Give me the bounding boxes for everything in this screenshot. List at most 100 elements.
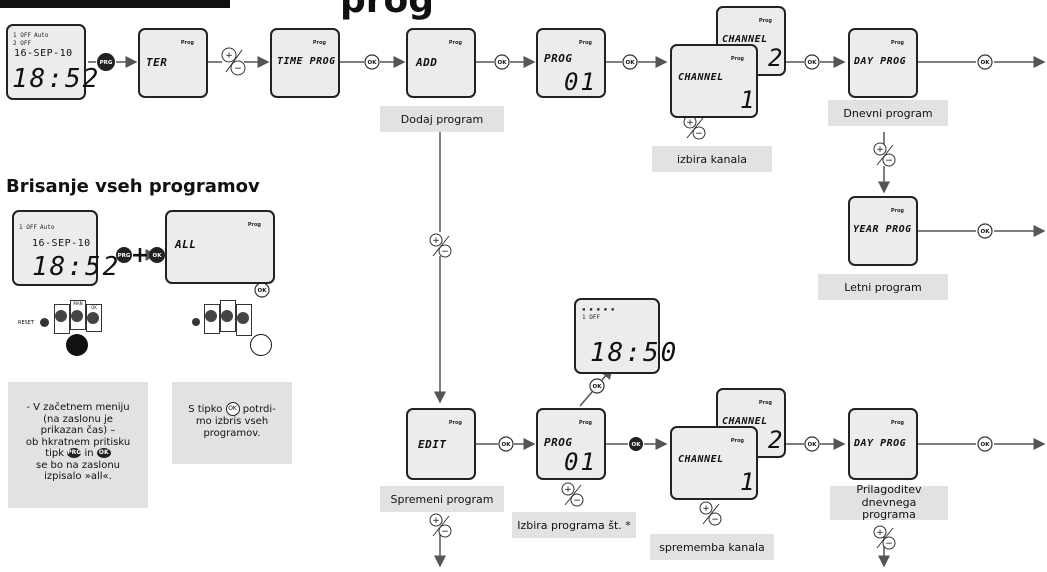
prog-indicator: Prog xyxy=(758,400,772,406)
program-number: 01 xyxy=(564,448,597,476)
prog-indicator: Prog xyxy=(730,56,744,62)
svg-text:OK: OK xyxy=(981,229,991,235)
channel-number: 1 xyxy=(740,468,757,496)
svg-text:−: − xyxy=(885,156,893,166)
prog-indicator: Prog xyxy=(890,208,904,214)
channel-number: 1 xyxy=(740,86,757,114)
prg-button[interactable] xyxy=(205,310,217,322)
note-line: in xyxy=(84,448,94,459)
status-line-1: 1 OFF xyxy=(582,314,601,321)
status-line-2: 2 OFF xyxy=(13,40,32,47)
channel-number: 2 xyxy=(768,44,785,72)
caption-adjust-daily: Prilagoditev dnevnega programa xyxy=(830,483,948,521)
caption-channel-select: izbira kanala xyxy=(652,146,772,172)
caption-daily-program: Dnevni program xyxy=(828,100,948,126)
reset-button[interactable] xyxy=(40,318,49,327)
svg-text:−: − xyxy=(234,64,242,74)
status-line-1: 1 OFF xyxy=(13,32,32,39)
screen-year-prog: Prog YEAR PROG xyxy=(848,196,918,266)
screen-text: TIME PROG xyxy=(277,56,336,67)
status-line-1: 1 OFF xyxy=(19,224,38,231)
screen-text: DAY PROG xyxy=(854,438,907,449)
screen-text: EDIT xyxy=(418,438,447,451)
prog-indicator: Prog xyxy=(448,420,462,426)
svg-text:+: + xyxy=(702,504,710,514)
header-bar xyxy=(0,0,230,8)
note-line: (na zaslonu je xyxy=(43,413,113,425)
note-line: - V začetnem meniju xyxy=(26,402,130,413)
svg-text:OK: OK xyxy=(808,442,818,448)
svg-text:OK: OK xyxy=(153,253,163,259)
svg-text:−: − xyxy=(885,539,893,549)
note-line: prikazan čas) – xyxy=(40,425,116,436)
screen-edit-channel-1: Prog CHANNEL 1 xyxy=(670,426,758,500)
screen-text: DAY PROG xyxy=(854,56,907,67)
screen-edit: Prog EDIT xyxy=(406,408,476,480)
prog-indicator: Prog xyxy=(890,40,904,46)
svg-text:OK: OK xyxy=(632,442,642,448)
screen-text: CHANNEL xyxy=(722,34,768,45)
screen-channel-1: Prog CHANNEL 1 xyxy=(670,44,758,118)
prog-indicator: Prog xyxy=(180,40,194,46)
svg-text:+: + xyxy=(131,243,149,268)
screen-text: CHANNEL xyxy=(678,72,724,83)
svg-text:+: + xyxy=(432,516,440,526)
prog-indicator: Prog xyxy=(448,40,462,46)
note-line: ob hkratnem pritisku xyxy=(25,436,131,448)
screen-edit-day-prog: Prog DAY PROG xyxy=(848,408,918,480)
prog-indicator: Prog xyxy=(312,40,326,46)
man-button[interactable] xyxy=(71,310,83,322)
svg-text:PRG: PRG xyxy=(100,60,113,66)
date-readout: 16-SEP-10 xyxy=(14,48,73,59)
svg-text:PRG: PRG xyxy=(118,253,131,259)
screen-text: YEAR PROG xyxy=(853,224,912,235)
prog-indicator: Prog xyxy=(247,222,261,228)
note-line: se bo na zaslonu xyxy=(36,459,120,471)
note-line: izpisalo »all«. xyxy=(44,471,112,482)
prog-indicator: Prog xyxy=(578,420,592,426)
screen-day-prog: Prog DAY PROG xyxy=(848,28,918,98)
ok-button[interactable] xyxy=(87,312,99,324)
note-right: S tipko OK potrdi- mo izbris vseh progra… xyxy=(172,382,292,464)
screen-clock-status: ▪ ▪ ▪ ▪ ▪ 1 OFF 18:50 xyxy=(574,298,676,374)
screen-text: TER xyxy=(146,56,168,69)
date-readout: 16-SEP-10 xyxy=(32,238,91,249)
screen-all: Prog ALL xyxy=(165,210,275,284)
ok-badge-icon: OK xyxy=(96,448,111,458)
note-line: tipk xyxy=(45,448,65,459)
time-readout: 18:50 xyxy=(590,338,679,368)
note-line: S tipko xyxy=(188,404,223,415)
start-clock-display: 1 OFF Auto 2 OFF 16-SEP-10 18:52 xyxy=(6,24,98,100)
screen-text: PROG xyxy=(544,436,573,449)
svg-text:−: − xyxy=(441,247,449,257)
note-line: programov. xyxy=(203,427,261,439)
mode-label: Auto xyxy=(34,32,49,39)
man-button[interactable] xyxy=(221,310,233,322)
screen-text: CHANNEL xyxy=(722,416,768,427)
svg-text:OK: OK xyxy=(258,288,268,294)
note-left: - V začetnem meniju (na zaslonu je prika… xyxy=(8,382,148,508)
man-label: MAN xyxy=(73,301,83,306)
day-indicators: ▪ ▪ ▪ ▪ ▪ xyxy=(582,306,615,313)
screen-ter: Prog TER xyxy=(138,28,208,98)
reset-button[interactable] xyxy=(192,318,200,326)
time-readout: 18:52 xyxy=(32,252,121,282)
svg-text:+: + xyxy=(686,118,694,128)
svg-text:+: + xyxy=(225,51,233,61)
prog-indicator: Prog xyxy=(578,40,592,46)
svg-text:OK: OK xyxy=(593,384,603,390)
screen-text: PROG xyxy=(544,52,573,65)
ok-button[interactable] xyxy=(237,312,249,324)
note-line: potrdi- xyxy=(242,404,276,415)
screen-add: Prog ADD xyxy=(406,28,476,98)
svg-text:+: + xyxy=(876,145,884,155)
prg-button[interactable] xyxy=(55,310,67,322)
channel-number: 2 xyxy=(768,426,785,454)
screen-text: ADD xyxy=(416,56,438,69)
mode-label: Auto xyxy=(40,224,55,231)
press-indicator xyxy=(66,334,88,356)
caption-edit-program: Spremeni program xyxy=(380,486,504,512)
page-title-fragment: prog xyxy=(340,0,435,21)
reset-label: RESET xyxy=(18,320,35,326)
